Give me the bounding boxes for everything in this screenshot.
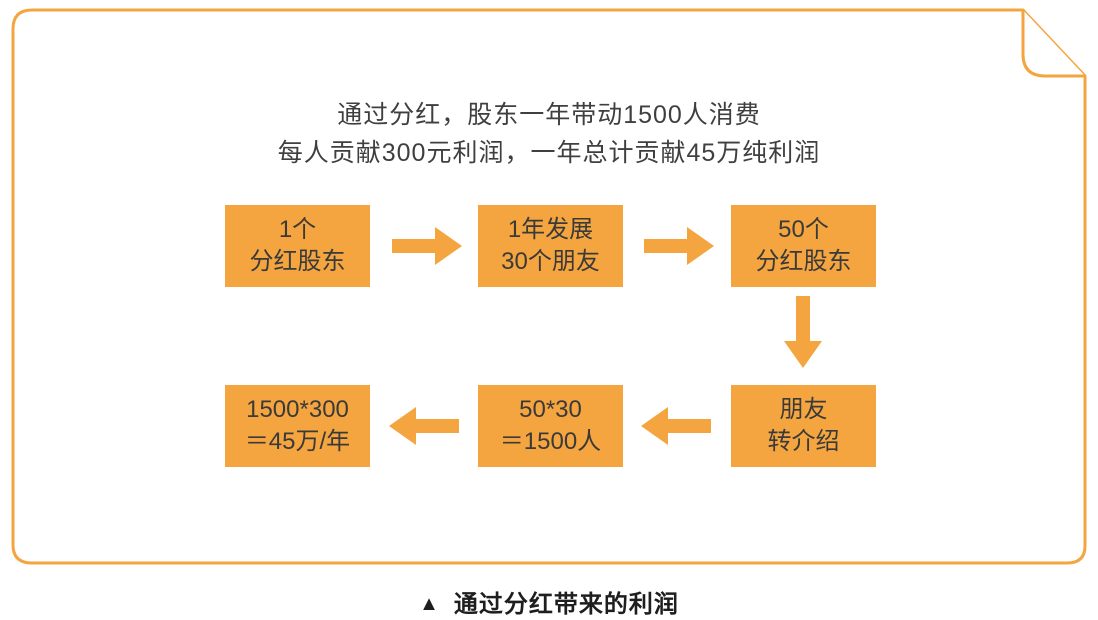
flow-box-friend-referral: 朋友 转介绍 [731,385,876,467]
arrow-left-icon [389,407,459,445]
arrow-shaft [392,239,435,253]
page-fold-corner-icon [1021,10,1085,78]
arrow-shaft [644,239,687,253]
arrow-shaft [668,419,711,433]
flow-box-line: 1年发展 [507,216,594,243]
arrow-head [687,227,714,265]
diagram-title: 通过分红，股东一年带动1500人消费 每人贡献300元利润，一年总计贡献45万纯… [10,96,1088,172]
diagram-title-line-2: 每人贡献300元利润，一年总计贡献45万纯利润 [277,139,821,167]
arrow-down-icon [784,296,822,368]
flow-box-line: 1个 [278,216,317,243]
flow-box-line: 朋友 [779,396,828,423]
arrow-right-icon [392,227,462,265]
flow-box-line: ＝45万/年 [244,428,351,455]
arrow-head [435,227,462,265]
figure-caption: ▲ 通过分红带来的利润 [0,584,1098,619]
diagram-title-line-1: 通过分红，股东一年带动1500人消费 [337,101,761,129]
arrow-right-icon [644,227,714,265]
arrow-head [784,341,822,368]
flow-box-line: 分红股东 [755,248,852,275]
page-border-frame [11,8,1087,565]
figure-caption-text: 通过分红带来的利润 [453,591,679,618]
triangle-marker-icon: ▲ [419,593,440,615]
arrow-shaft [796,296,810,341]
arrow-shaft [416,419,459,433]
arrow-head [641,407,668,445]
arrow-left-icon [641,407,711,445]
flow-box-1500x300-450k-per-year: 1500*300 ＝45万/年 [225,385,370,467]
flow-box-50-dividend-shareholders: 50个 分红股东 [731,205,876,287]
flow-box-line: 1500*300 [246,396,349,423]
flow-box-50x30-1500-people: 50*30 ＝1500人 [478,385,623,467]
flow-box-line: 50*30 [519,396,582,423]
flow-box-line: 50个 [778,216,829,243]
flow-box-1-dividend-shareholder: 1个 分红股东 [225,205,370,287]
diagram-sheet: 通过分红，股东一年带动1500人消费 每人贡献300元利润，一年总计贡献45万纯… [10,8,1088,566]
flow-box-line: ＝1500人 [499,428,602,455]
arrow-head [389,407,416,445]
flow-box-line: 分红股东 [249,248,346,275]
flow-box-1year-30-friends: 1年发展 30个朋友 [478,205,623,287]
flow-box-line: 转介绍 [767,428,840,455]
flow-box-line: 30个朋友 [501,248,600,275]
